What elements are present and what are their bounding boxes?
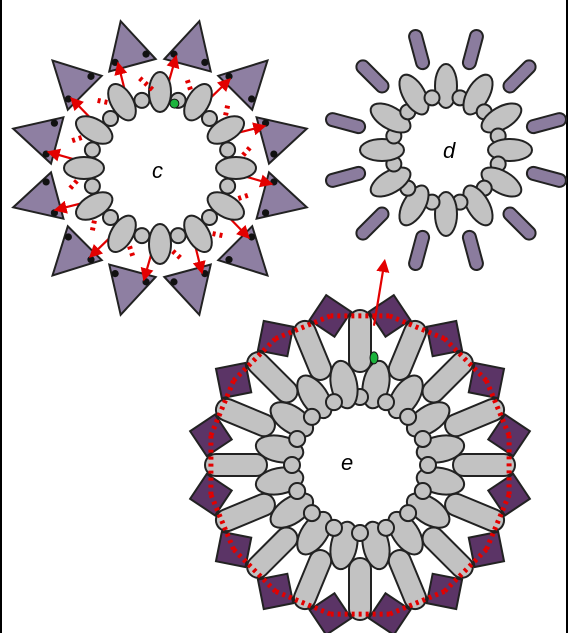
triangle-hole bbox=[43, 150, 50, 157]
round-seed-bead bbox=[352, 525, 368, 541]
round-seed-bead bbox=[378, 394, 394, 410]
panel-c-label: c bbox=[152, 158, 163, 183]
start-bead bbox=[370, 352, 378, 364]
bugle-bead bbox=[461, 29, 484, 71]
bugle-bead bbox=[525, 112, 567, 135]
bugle-bead bbox=[461, 229, 484, 271]
round-seed-bead bbox=[400, 409, 416, 425]
thread-arrow bbox=[91, 238, 110, 256]
round-seed-bead bbox=[420, 457, 436, 473]
bugle-bead bbox=[354, 58, 391, 95]
triangle-hole bbox=[43, 178, 50, 185]
triangle-hole bbox=[51, 120, 58, 127]
triangle-hole bbox=[65, 233, 72, 240]
bugle-bead bbox=[349, 558, 371, 620]
triangle-bead bbox=[218, 61, 267, 110]
round-seed-bead bbox=[304, 409, 320, 425]
triangle-hole bbox=[270, 178, 277, 185]
seed-bead bbox=[216, 157, 256, 179]
round-seed-bead bbox=[400, 505, 416, 521]
bugle-bead bbox=[501, 58, 538, 95]
bugle-bead bbox=[408, 229, 431, 271]
round-seed-bead bbox=[289, 431, 305, 447]
panel-d-label: d bbox=[443, 138, 456, 163]
round-seed-bead bbox=[415, 431, 431, 447]
triangle-bead bbox=[53, 61, 102, 110]
bugle-bead bbox=[525, 165, 567, 188]
triangle-hole bbox=[112, 270, 119, 277]
round-seed-bead bbox=[284, 457, 300, 473]
panel-e-label: e bbox=[341, 450, 353, 475]
triangle-hole bbox=[225, 256, 232, 263]
triangle-bead bbox=[218, 226, 267, 275]
bugle-bead bbox=[354, 205, 391, 242]
bugle-bead bbox=[243, 348, 302, 407]
triangle-hole bbox=[170, 278, 177, 285]
bugle-bead bbox=[418, 523, 477, 582]
round-seed-bead bbox=[326, 394, 342, 410]
panel-e-bugle-cube-ring bbox=[190, 261, 530, 633]
round-seed-bead bbox=[220, 142, 235, 157]
thread-arrow bbox=[230, 218, 248, 237]
thread-arrow bbox=[72, 99, 90, 118]
triangle-hole bbox=[270, 150, 277, 157]
round-seed-bead bbox=[134, 228, 149, 243]
round-seed-bead bbox=[425, 90, 440, 105]
round-seed-bead bbox=[85, 142, 100, 157]
triangle-hole bbox=[248, 233, 255, 240]
triangle-hole bbox=[65, 95, 72, 102]
seed-bead bbox=[64, 157, 104, 179]
bugle-bead bbox=[325, 165, 367, 188]
round-seed-bead bbox=[220, 179, 235, 194]
round-seed-bead bbox=[134, 93, 149, 108]
bugle-bead bbox=[408, 29, 431, 71]
thread-arrow bbox=[210, 80, 229, 98]
triangle-hole bbox=[170, 51, 177, 58]
round-seed-bead bbox=[171, 228, 186, 243]
triangle-hole bbox=[142, 278, 149, 285]
triangle-hole bbox=[225, 73, 232, 80]
seed-bead bbox=[149, 72, 171, 112]
triangle-hole bbox=[262, 209, 269, 216]
round-seed-bead bbox=[289, 483, 305, 499]
round-seed-bead bbox=[326, 520, 342, 536]
start-bead bbox=[170, 99, 179, 108]
bugle-bead bbox=[418, 348, 477, 407]
seed-bead bbox=[149, 224, 171, 264]
triangle-hole bbox=[142, 51, 149, 58]
bugle-bead bbox=[325, 112, 367, 135]
triangle-hole bbox=[248, 95, 255, 102]
bugle-bead bbox=[501, 205, 538, 242]
triangle-hole bbox=[201, 59, 208, 66]
triangle-hole bbox=[87, 256, 94, 263]
bugle-bead bbox=[243, 523, 302, 582]
round-seed-bead bbox=[415, 483, 431, 499]
round-seed-bead bbox=[304, 505, 320, 521]
round-seed-bead bbox=[378, 520, 394, 536]
triangle-bead bbox=[53, 226, 102, 275]
bugle-bead bbox=[205, 454, 267, 476]
triangle-hole bbox=[87, 73, 94, 80]
bugle-bead bbox=[453, 454, 515, 476]
round-seed-bead bbox=[85, 179, 100, 194]
bugle-bead bbox=[349, 310, 371, 372]
